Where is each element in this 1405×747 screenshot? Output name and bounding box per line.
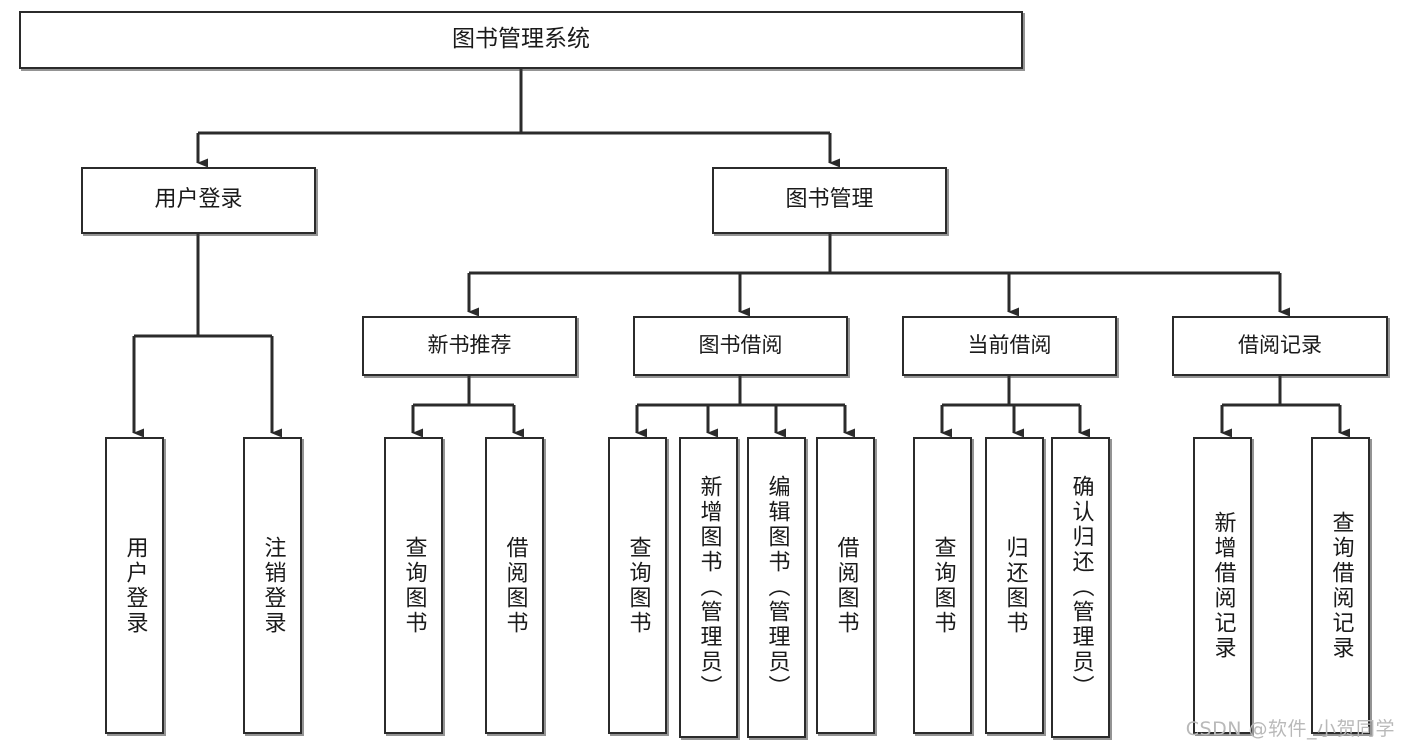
node-leaf-add-record-label: 新增借阅记录 [1210,510,1236,661]
node-leaf-return-book[interactable]: 归还图书 [985,437,1044,734]
node-user-login-label: 用户登录 [154,187,243,213]
node-new-book-recommend[interactable]: 新书推荐 [362,316,577,376]
node-root[interactable]: 图书管理系统 [19,11,1023,69]
node-leaf-query-record[interactable]: 查询借阅记录 [1311,437,1370,734]
node-leaf-logout-login-label: 注销登录 [260,535,286,636]
node-leaf-user-login-label: 用户登录 [122,535,148,636]
node-leaf-confirm-return-label: 确认归还（管理员） [1068,475,1094,700]
node-book-manage[interactable]: 图书管理 [712,167,947,234]
node-leaf-edit-book-label: 编辑图书（管理员） [764,475,790,700]
node-leaf-borrow-book-2-label: 借阅图书 [833,535,859,636]
node-leaf-query-book-3-label: 查询图书 [930,535,956,636]
node-book-manage-label: 图书管理 [785,187,874,213]
node-leaf-confirm-return[interactable]: 确认归还（管理员） [1051,437,1110,738]
node-leaf-user-login[interactable]: 用户登录 [105,437,164,734]
watermark: CSDN @软件_小贺同学 [1185,718,1395,740]
node-leaf-edit-book[interactable]: 编辑图书（管理员） [747,437,806,738]
node-leaf-add-book-label: 新增图书（管理员） [696,475,722,700]
node-leaf-add-book[interactable]: 新增图书（管理员） [679,437,738,738]
node-leaf-query-book-3[interactable]: 查询图书 [913,437,972,734]
node-current-borrow-label: 当前借阅 [967,333,1052,358]
node-leaf-query-book-2-label: 查询图书 [625,535,651,636]
node-leaf-borrow-book-1[interactable]: 借阅图书 [485,437,544,734]
node-book-borrow-label: 图书借阅 [698,333,783,358]
node-borrow-record[interactable]: 借阅记录 [1172,316,1388,376]
node-leaf-borrow-book-2[interactable]: 借阅图书 [816,437,875,734]
node-leaf-borrow-book-1-label: 借阅图书 [502,535,528,636]
node-leaf-add-record[interactable]: 新增借阅记录 [1193,437,1252,734]
node-leaf-return-book-label: 归还图书 [1002,535,1028,636]
node-current-borrow[interactable]: 当前借阅 [902,316,1117,376]
node-leaf-query-book-1[interactable]: 查询图书 [384,437,443,734]
node-user-login[interactable]: 用户登录 [81,167,316,234]
node-new-book-recommend-label: 新书推荐 [427,333,512,358]
node-leaf-query-book-1-label: 查询图书 [401,535,427,636]
node-leaf-query-book-2[interactable]: 查询图书 [608,437,667,734]
node-root-label: 图书管理系统 [452,26,590,53]
node-borrow-record-label: 借阅记录 [1238,333,1322,358]
node-leaf-logout-login[interactable]: 注销登录 [243,437,302,734]
node-leaf-query-record-label: 查询借阅记录 [1328,510,1354,661]
node-book-borrow[interactable]: 图书借阅 [633,316,848,376]
